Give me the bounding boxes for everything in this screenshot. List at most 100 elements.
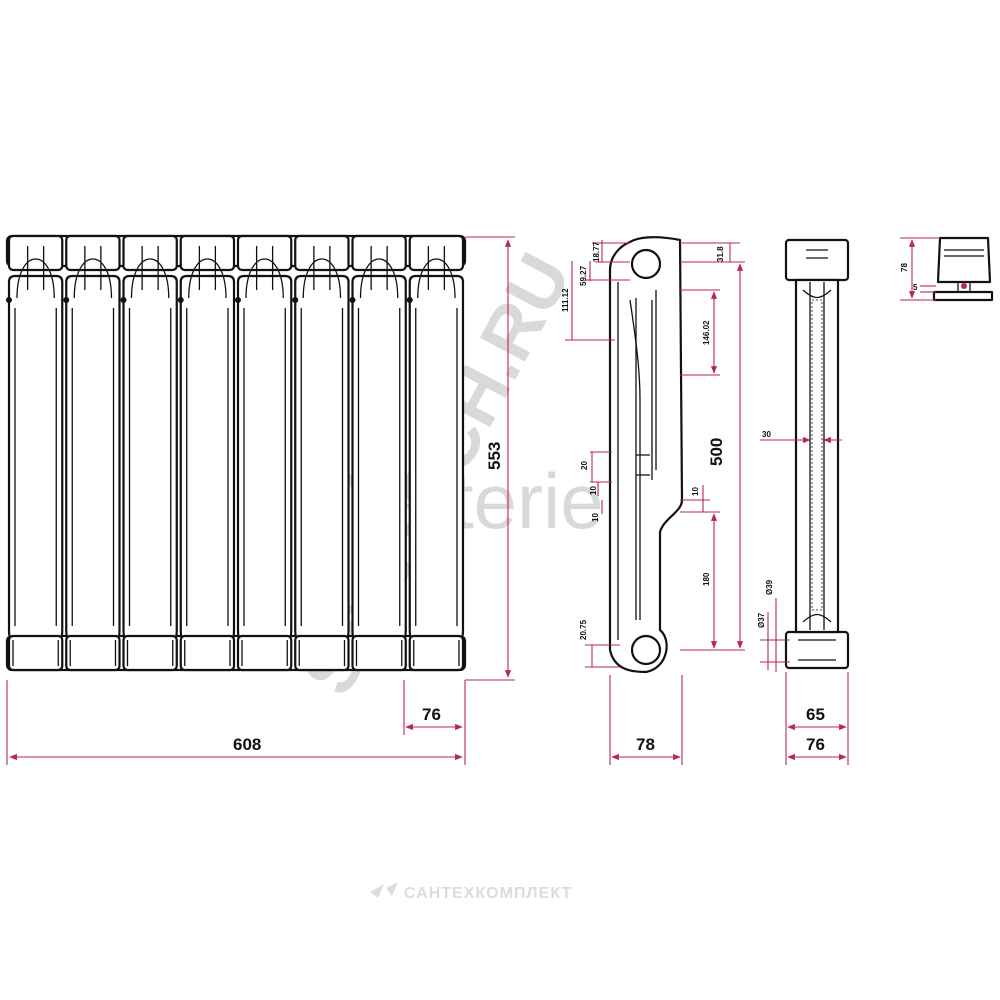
side-gap-left-lower-label: 10 <box>591 513 600 522</box>
section-bottom-lines <box>413 640 460 666</box>
radiator-section <box>63 234 121 672</box>
section-top-hub <box>7 234 64 272</box>
end-inner-width-label: 65 <box>806 705 825 724</box>
front-height-label: 553 <box>485 442 504 470</box>
section-bottom-hub <box>236 634 293 672</box>
side-lower-span-label: 180 <box>702 572 711 586</box>
section-bottom-hub <box>179 634 236 672</box>
side-top-right-label: 31.8 <box>716 246 725 262</box>
side-gap-left-label: 10 <box>589 486 598 495</box>
section-bottom-hub <box>294 634 350 672</box>
section-body <box>408 274 465 642</box>
detail-flange-label: 5 <box>913 283 918 292</box>
side-upper-offset-label: 59.27 <box>579 265 588 286</box>
section-bottom-lines <box>298 640 346 666</box>
section-bottom-lines <box>69 640 117 666</box>
front-dimensions: 553 608 76 <box>6 236 515 765</box>
section-inner-lines <box>186 246 229 626</box>
front-width-label: 608 <box>233 735 261 754</box>
section-body <box>179 274 236 642</box>
section-top-hub <box>122 234 178 272</box>
section-body <box>294 274 350 642</box>
end-bottom-hub <box>784 630 850 670</box>
section-bottom-lines <box>126 640 174 666</box>
radiator-section <box>349 234 407 672</box>
section-joint <box>6 297 12 303</box>
front-top-header <box>5 234 467 268</box>
footer-brand-text: САНТЕХКОМПЛЕКТ <box>404 885 572 902</box>
section-bottom-hub <box>65 634 121 672</box>
side-gap-right-label: 10 <box>691 487 700 496</box>
section-bottom-lines <box>355 640 403 666</box>
section-bottom-hub <box>408 634 465 672</box>
side-depth-label: 78 <box>636 735 655 754</box>
section-joint <box>349 297 356 303</box>
section-joint <box>120 297 127 303</box>
section-top-hub <box>179 234 236 272</box>
front-view <box>5 234 467 672</box>
section-top-hub <box>294 234 350 272</box>
section-inner-lines <box>14 246 57 626</box>
detail-view <box>932 236 994 302</box>
radiator-section <box>235 234 293 672</box>
section-inner-lines <box>128 246 172 626</box>
detail-flange <box>932 290 994 302</box>
section-body <box>65 274 121 642</box>
section-bottom-lines <box>184 640 231 666</box>
side-view <box>608 236 684 674</box>
section-body <box>351 274 407 642</box>
section-joint <box>63 297 70 303</box>
radiator-section <box>6 234 64 672</box>
front-bottom-header <box>5 634 467 672</box>
section-bottom-hub <box>122 634 178 672</box>
section-joint <box>177 297 184 303</box>
section-joint <box>406 297 413 303</box>
front-section-width-label: 76 <box>422 705 441 724</box>
radiator-section <box>120 234 178 672</box>
section-inner-lines <box>357 246 401 626</box>
end-inner-diameter-label: Ø37 <box>757 612 766 628</box>
side-bottom-port <box>630 634 662 666</box>
end-dimensions: 30 Ø37 Ø39 65 76 <box>757 430 849 765</box>
side-center-distance-label: 500 <box>707 438 726 466</box>
detail-height-label: 78 <box>900 263 909 272</box>
side-slot-label: 20 <box>580 461 589 470</box>
radiator-section <box>177 234 236 672</box>
section-inner-lines <box>243 246 286 626</box>
end-view <box>784 238 850 670</box>
section-inner-lines <box>300 246 344 626</box>
end-outer-width-label: 76 <box>806 735 825 754</box>
radiator-section <box>406 234 465 672</box>
section-body <box>7 274 64 642</box>
detail-dimensions: 78 5 <box>900 237 940 301</box>
section-joint <box>235 297 241 303</box>
side-top-port <box>630 248 662 280</box>
footer-logo-icon <box>370 882 398 898</box>
radiator-section <box>292 234 350 672</box>
section-body <box>236 274 293 642</box>
side-bottom-cap-label: 20.75 <box>579 619 588 640</box>
end-outer-diameter-label: Ø39 <box>765 579 774 595</box>
section-bottom-hub <box>7 634 64 672</box>
side-dimensions: 111.12 59.27 18.77 20 10 10 20.75 31.8 1… <box>561 240 745 765</box>
side-right-span-label: 146.02 <box>702 320 711 345</box>
side-top-cap-label: 18.77 <box>592 241 601 262</box>
end-top-hub <box>784 238 850 282</box>
end-body <box>794 278 840 634</box>
section-body <box>122 274 178 642</box>
end-rib-label: 30 <box>762 430 771 439</box>
section-top-hub <box>236 234 293 272</box>
section-joint <box>292 297 299 303</box>
section-inner-lines <box>415 246 458 626</box>
detail-hub <box>936 236 992 284</box>
section-top-hub <box>65 234 121 272</box>
section-top-hub <box>408 234 465 272</box>
section-bottom-lines <box>241 640 288 666</box>
section-inner-lines <box>71 246 115 626</box>
section-bottom-hub <box>351 634 407 672</box>
section-bottom-lines <box>12 640 59 666</box>
side-upper-span-label: 111.12 <box>561 288 570 312</box>
section-top-hub <box>351 234 407 272</box>
footer-logo: САНТЕХКОМПЛЕКТ <box>370 882 572 902</box>
